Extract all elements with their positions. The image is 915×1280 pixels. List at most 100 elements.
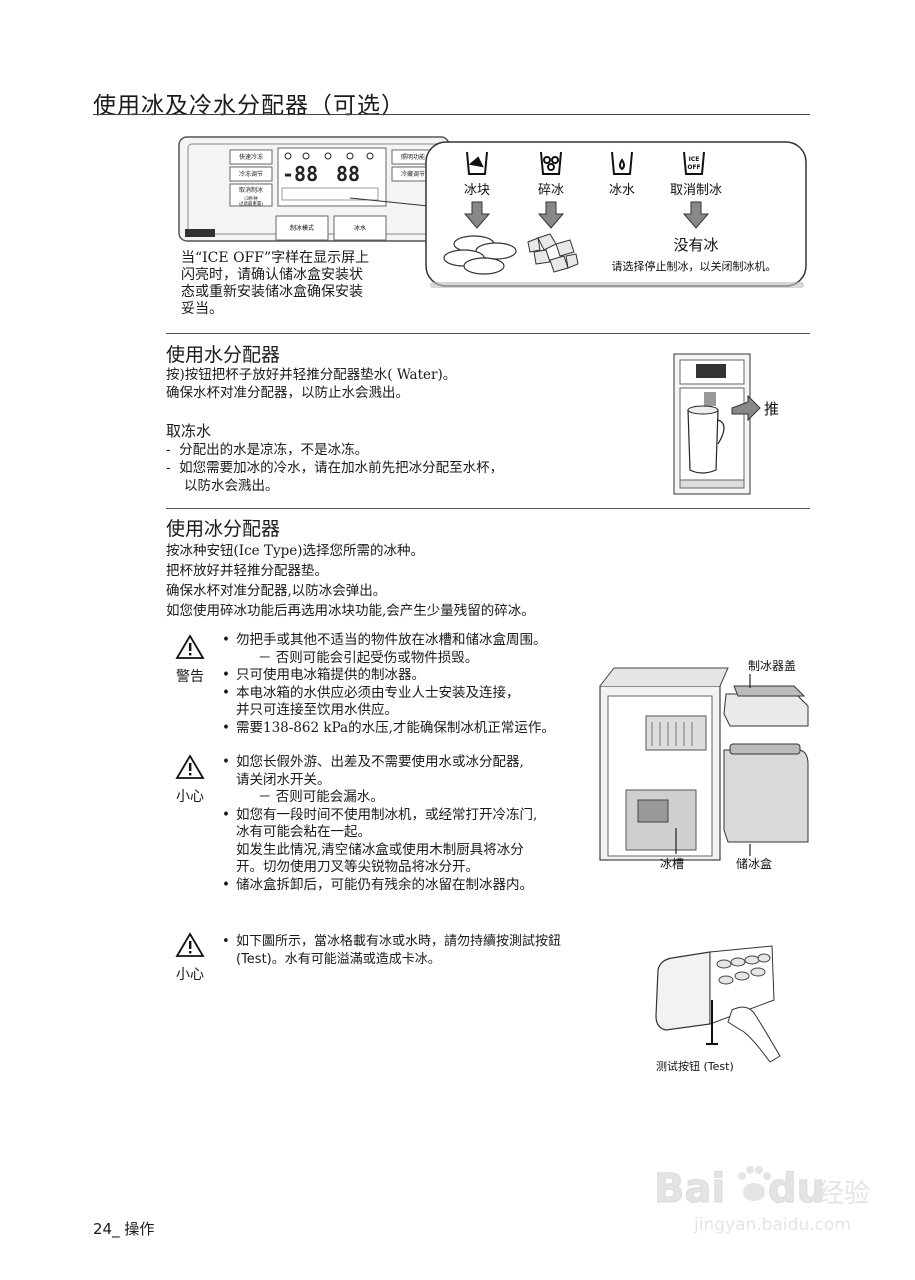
arrow-down-icon bbox=[682, 201, 710, 229]
caution2-list: 如下圖所示，當冰格載有冰或水時，請勿持續按測試按鈕 (Test)。水有可能溢滿或… bbox=[222, 933, 642, 968]
baidu-watermark: Bai du 经验 jingyan.baidu.com bbox=[654, 1166, 869, 1236]
section-rule bbox=[166, 508, 810, 509]
label-ice-bucket: 储冰盒 bbox=[736, 856, 772, 871]
ice-text: 按冰种安钮(Ice Type)选择您所需的冰种。 把杯放好并轻推分配器垫。 确保… bbox=[166, 541, 535, 621]
warning-triangle-icon bbox=[175, 634, 205, 659]
ice-off-note-line: 闪亮时，请确认储冰盒安装状 bbox=[181, 267, 363, 283]
svg-text:ICE: ICE bbox=[689, 156, 700, 163]
control-panel-figure: 快速冷冻 冷冻调节 取消制冰 (3秒钟 过滤器重置) 照明功能 冷藏调节 -88… bbox=[178, 136, 807, 288]
caution-label: 小心 bbox=[176, 789, 204, 805]
arrow-down-icon bbox=[463, 201, 491, 229]
warning-label: 警告 bbox=[176, 669, 204, 685]
caution-triangle-icon bbox=[175, 754, 205, 779]
ice-off-note: 当“ICE OFF”字样在显示屏上 闪亮时，请确认储冰盒安装状 态或重新安装储冰… bbox=[181, 250, 431, 318]
display-fridge-temp: 88 bbox=[336, 162, 360, 186]
panel-right-btn-2: 冷藏调节 bbox=[401, 170, 425, 178]
caution-label: 小心 bbox=[176, 967, 204, 983]
panel-left-btn-1: 快速冷冻 bbox=[239, 153, 263, 161]
cold-water-subheading: 取冻水 bbox=[166, 422, 212, 440]
ice-cubes-illustration bbox=[443, 235, 517, 275]
water-dispenser-figure: 推 bbox=[673, 353, 779, 495]
panel-bottom-btn-2: 冰水 bbox=[354, 224, 366, 232]
warning-subitem: 并只可连接至饮用水供应。 bbox=[236, 702, 398, 718]
warning-list: 勿把手或其他不适当的物件放在冰槽和储冰盒周围。－ 否则可能会引起受伤或物件损毁。… bbox=[222, 632, 602, 737]
water-text: 按)按钮把杯子放好并轻推分配器垫水( Water)。 确保水杯对准分配器，以防止… bbox=[166, 366, 456, 402]
cold-water-button bbox=[333, 215, 387, 241]
caution-icon-block: 小心 bbox=[170, 754, 210, 806]
caution-item: 如您有一段时间不使用制冰机，或经常打开冷冻门, 冰有可能会粘在一起。 如发生此情… bbox=[222, 807, 602, 877]
warning-item: 本电冰箱的水供应必须由专业人士安装及连接，并只可连接至饮用水供应。 bbox=[222, 685, 602, 720]
watermark-url: jingyan.baidu.com bbox=[693, 1215, 851, 1235]
dash-item: - 分配出的水是凉冻，不是冰冻。 bbox=[166, 442, 369, 458]
warning-subitem: － 否则可能会引起受伤或物件损毁。 bbox=[258, 649, 479, 666]
freezer-adjust-button bbox=[229, 166, 273, 182]
page-footer: 24_ 操作 bbox=[93, 1220, 155, 1238]
section-rule bbox=[166, 333, 810, 334]
fast-freeze-button bbox=[229, 149, 273, 165]
crushed-ice-illustration bbox=[527, 233, 579, 273]
ice-line: 按冰种安钮(Ice Type)选择您所需的冰种。 bbox=[166, 543, 424, 559]
icon-label-ice-off: 取消制冰 bbox=[670, 183, 722, 198]
icon-label-water: 冰水 bbox=[609, 183, 635, 198]
panel-indicator-strip bbox=[185, 229, 215, 237]
water-icon bbox=[611, 151, 633, 175]
ice-line: 把杯放好并轻推分配器垫。 bbox=[166, 563, 328, 579]
hand-illustration bbox=[727, 1006, 781, 1063]
push-label: 推 bbox=[764, 400, 779, 418]
water-line: 按)按钮把杯子放好并轻推分配器垫水( Water)。 bbox=[166, 367, 457, 383]
ice-off-note-line: 妥当。 bbox=[181, 301, 223, 317]
ice-mode-button bbox=[275, 215, 329, 241]
caution-list: 如您长假外游、出差及不需要使用水或冰分配器, 请关闭水开关。 － 否则可能会漏水… bbox=[222, 754, 602, 894]
label-ice-maker-cover: 制冰器盖 bbox=[748, 660, 796, 673]
no-ice-note: 请选择停止制冰，以关闭制冰机。 bbox=[612, 259, 777, 273]
warning-icon-block: 警告 bbox=[170, 634, 210, 686]
caution-item: 如下圖所示，當冰格載有冰或水時，請勿持續按測試按鈕 (Test)。水有可能溢滿或… bbox=[222, 933, 642, 968]
caution-item: 如您长假外游、出差及不需要使用水或冰分配器, 请关闭水开关。 － 否则可能会漏水… bbox=[222, 754, 602, 807]
test-button-figure: 测试按钮 (Test) bbox=[655, 945, 781, 1073]
crushed-ice-icon bbox=[540, 151, 562, 175]
arrow-down-icon bbox=[537, 201, 565, 229]
icon-label-crushed: 碎冰 bbox=[538, 183, 564, 198]
ice-maker-figure: 制冰器盖 冰槽 储冰盒 bbox=[599, 660, 809, 871]
display-freezer-temp: -88 bbox=[282, 162, 318, 186]
paw-icon bbox=[738, 1166, 771, 1201]
panel-left-subtext: (3秒钟 bbox=[244, 195, 258, 202]
panel-bottom-btn-1: 制冰模式 bbox=[290, 224, 314, 232]
panel-right-btn-1: 照明功能 bbox=[401, 153, 425, 161]
ice-bucket-illustration bbox=[723, 743, 809, 843]
no-ice-text: 没有冰 bbox=[673, 236, 718, 254]
caution-subitem: － 否则可能会漏水。 bbox=[258, 789, 384, 805]
ice-line: 确保水杯对准分配器,以防冰会弹出。 bbox=[166, 583, 387, 599]
warning-item: 需要138-862 kPa的水压,才能确保制冰机正常运作。 bbox=[222, 720, 602, 738]
watermark-jingyan: 经验 bbox=[818, 1179, 869, 1209]
dash-item: 以防水会溅出。 bbox=[184, 478, 279, 494]
cube-ice-icon bbox=[466, 151, 488, 175]
ice-off-note-line: 当“ICE OFF”字样在显示屏上 bbox=[181, 250, 370, 266]
push-arrow-icon bbox=[731, 394, 761, 422]
ice-line: 如您使用碎冰功能后再选用冰块功能,会产生少量残留的碎冰。 bbox=[166, 603, 535, 619]
label-test-button: 测试按钮 (Test) bbox=[656, 1059, 734, 1073]
ice-off-button bbox=[229, 183, 273, 207]
title-rule bbox=[93, 114, 810, 115]
water-line: 确保水杯对准分配器，以防止水会溅出。 bbox=[166, 385, 409, 401]
cup-illustration bbox=[687, 409, 719, 474]
ice-heading: 使用冰分配器 bbox=[166, 518, 281, 540]
water-heading: 使用水分配器 bbox=[166, 344, 281, 366]
warning-item: 勿把手或其他不适当的物件放在冰槽和储冰盒周围。－ 否则可能会引起受伤或物件损毁。 bbox=[222, 632, 602, 667]
label-ice-chute: 冰槽 bbox=[660, 857, 684, 871]
ice-off-icon bbox=[683, 151, 705, 175]
caution-triangle-icon bbox=[175, 932, 205, 957]
panel-left-btn-3: 取消制冰 bbox=[239, 186, 263, 194]
icon-label-cube: 冰块 bbox=[464, 183, 490, 198]
ice-off-note-line: 态或重新安装储冰盒确保安装 bbox=[181, 284, 363, 300]
dash-item: - 如您需要加冰的冷水，请在加水前先把冰分配至水杯， bbox=[166, 460, 504, 476]
caution-item: 储冰盒拆卸后，可能仍有残余的冰留在制冰器内。 bbox=[222, 877, 602, 895]
warning-item: 只可使用电冰箱提供的制冰器。 bbox=[222, 667, 602, 685]
callout-line bbox=[349, 197, 429, 207]
svg-text:过滤器重置): 过滤器重置) bbox=[239, 200, 263, 207]
ice-maker-cover-illustration bbox=[723, 685, 809, 727]
caution-icon-block: 小心 bbox=[170, 932, 210, 984]
watermark-brand: Bai bbox=[654, 1166, 725, 1212]
svg-text:OFF: OFF bbox=[687, 164, 700, 171]
display-screen bbox=[277, 147, 387, 207]
